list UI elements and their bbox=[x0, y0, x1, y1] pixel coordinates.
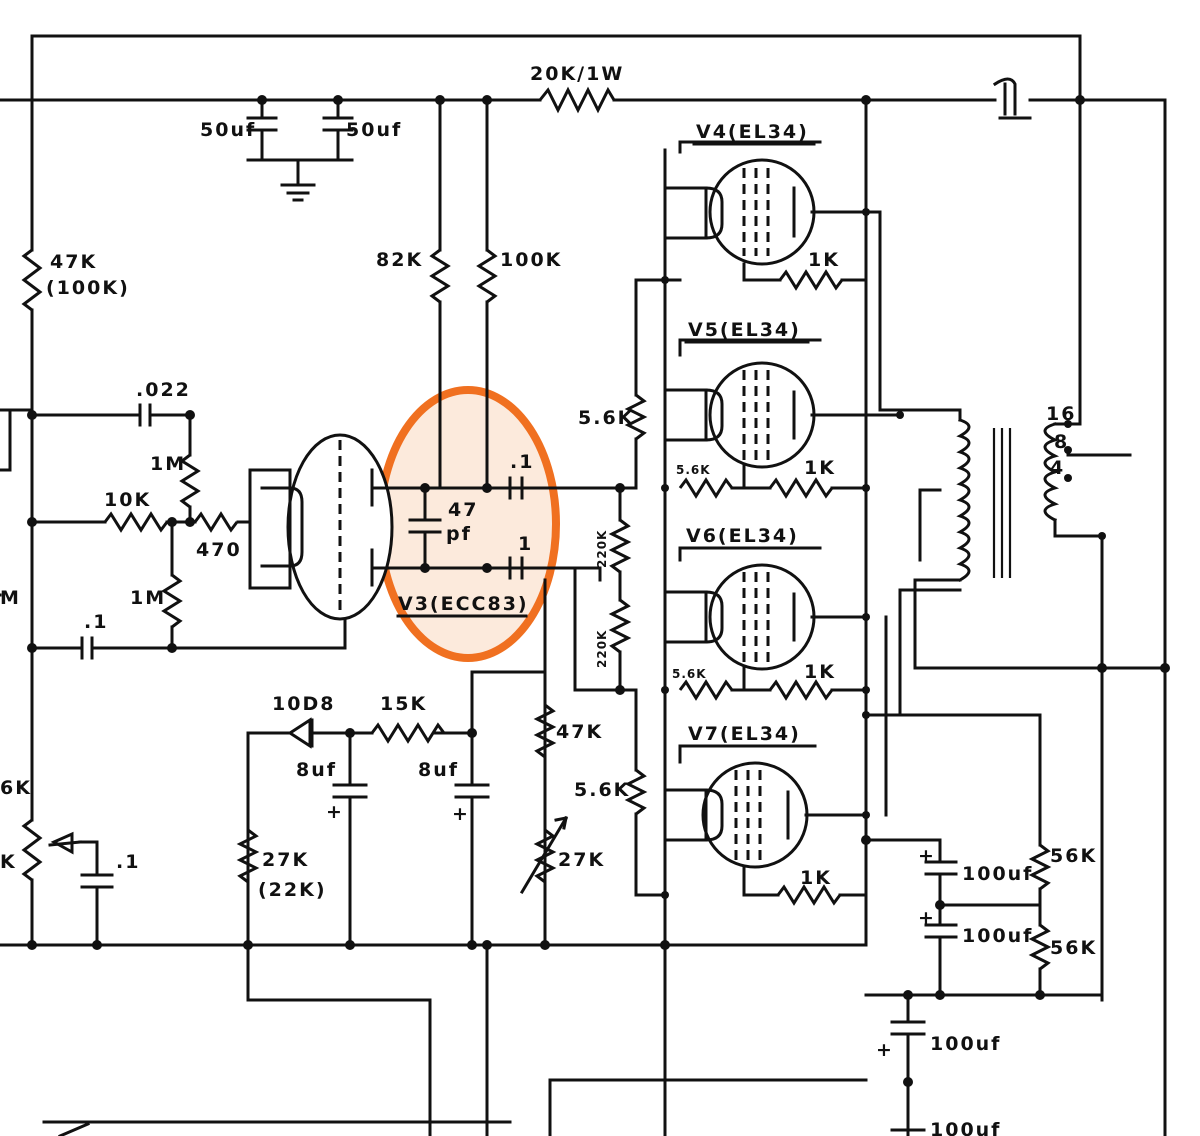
plate-wiring bbox=[661, 95, 1085, 899]
label-v3: V3(ECC83) bbox=[398, 593, 529, 615]
tube-v7 bbox=[663, 744, 868, 906]
label-v7: V7(EL34) bbox=[688, 723, 801, 745]
label-diode: 10D8 bbox=[272, 693, 335, 715]
label-plus-8uf-right: + bbox=[452, 803, 470, 825]
b-plus-rail bbox=[0, 34, 1167, 1136]
label-56k-right-bottom: 56K bbox=[1050, 937, 1097, 959]
tube-v5 bbox=[663, 338, 902, 499]
label-edge-m: M bbox=[0, 587, 21, 609]
label-100uf-3: 100uf bbox=[930, 1033, 1001, 1055]
label-100uf-1: 100uf bbox=[962, 863, 1033, 885]
label-1k-v7: 1K bbox=[800, 867, 832, 889]
label-5-6k-bottom: 5.6K bbox=[574, 779, 630, 801]
label-100k-paren: (100K) bbox=[46, 277, 130, 299]
label-022: .022 bbox=[136, 379, 191, 401]
plate-resistors bbox=[429, 98, 498, 490]
label-c-1-top: .1 bbox=[510, 451, 534, 473]
label-100k: 100K bbox=[500, 249, 562, 271]
label-c-1-bottom: 1 bbox=[518, 533, 533, 555]
annotation-stroke bbox=[58, 1122, 90, 1136]
right-filter bbox=[861, 713, 1104, 1136]
label-edge-6k: 6K bbox=[0, 777, 32, 799]
label-1m-bottom: 1M bbox=[130, 587, 166, 609]
left-pot bbox=[48, 831, 114, 947]
label-27k: 27K bbox=[262, 849, 309, 871]
bias-supply bbox=[236, 670, 569, 947]
label-tap-4: 4 bbox=[1050, 457, 1065, 479]
label-47k-bias: 47K bbox=[556, 721, 603, 743]
tube-v4 bbox=[663, 140, 882, 412]
filter-caps-50uf bbox=[246, 98, 354, 202]
label-5-6k-v5: 5.6K bbox=[676, 463, 711, 477]
label-edge-k: K bbox=[0, 851, 17, 873]
label-v5: V5(EL34) bbox=[688, 319, 801, 341]
label-v4: V4(EL34) bbox=[696, 121, 809, 143]
left-rail bbox=[0, 98, 43, 947]
label-470: 470 bbox=[196, 539, 242, 561]
label-8uf-right: 8uf bbox=[418, 759, 459, 781]
label-50uf-left: 50uf bbox=[200, 119, 256, 141]
label-c-1-pot: .1 bbox=[116, 851, 140, 873]
label-100uf-2: 100uf bbox=[962, 925, 1033, 947]
label-plus-100uf-3: + bbox=[876, 1039, 894, 1061]
label-27k-pot: 27K bbox=[558, 849, 605, 871]
label-8uf-left: 8uf bbox=[296, 759, 337, 781]
grid-stoppers bbox=[624, 278, 682, 897]
label-5-6k-v6: 5.6K bbox=[672, 667, 707, 681]
label-1k-v6: 1K bbox=[804, 661, 836, 683]
label-tap-8: 8 bbox=[1054, 431, 1069, 453]
label-plus-8uf-left: + bbox=[326, 801, 344, 823]
label-5-6k-top: 5.6K bbox=[578, 407, 634, 429]
label-plus-100uf-1: + bbox=[918, 845, 936, 867]
label-20k: 20K/1W bbox=[530, 63, 624, 85]
label-1m-top: 1M bbox=[150, 453, 186, 475]
label-100uf-4: 100uf bbox=[930, 1119, 1001, 1136]
tube-v3 bbox=[248, 433, 602, 621]
label-15k: 15K bbox=[380, 693, 427, 715]
label-c-1-left: .1 bbox=[84, 611, 108, 633]
label-plus-100uf-2: + bbox=[918, 907, 936, 929]
label-1k-v5: 1K bbox=[804, 457, 836, 479]
coupling-section bbox=[408, 476, 524, 580]
label-10k: 10K bbox=[104, 489, 151, 511]
ground-rail bbox=[0, 940, 868, 1136]
label-47k: 47K bbox=[50, 251, 97, 273]
fuse-symbol bbox=[978, 77, 1032, 120]
output-transformer bbox=[864, 408, 1170, 1002]
label-1k-v4: 1K bbox=[808, 249, 840, 271]
label-47: 47 bbox=[448, 499, 478, 521]
label-82k: 82K bbox=[376, 249, 423, 271]
label-56k-right-top: 56K bbox=[1050, 845, 1097, 867]
tube-v6 bbox=[663, 546, 868, 701]
label-pf: pf bbox=[446, 523, 472, 545]
label-50uf-right: 50uf bbox=[346, 119, 402, 141]
label-220k-top: 220K bbox=[595, 530, 609, 568]
label-v6: V6(EL34) bbox=[686, 525, 799, 547]
label-220k-bottom: 220K bbox=[595, 630, 609, 668]
label-22k-paren: (22K) bbox=[258, 879, 327, 901]
label-tap-16: 16 bbox=[1046, 403, 1076, 425]
